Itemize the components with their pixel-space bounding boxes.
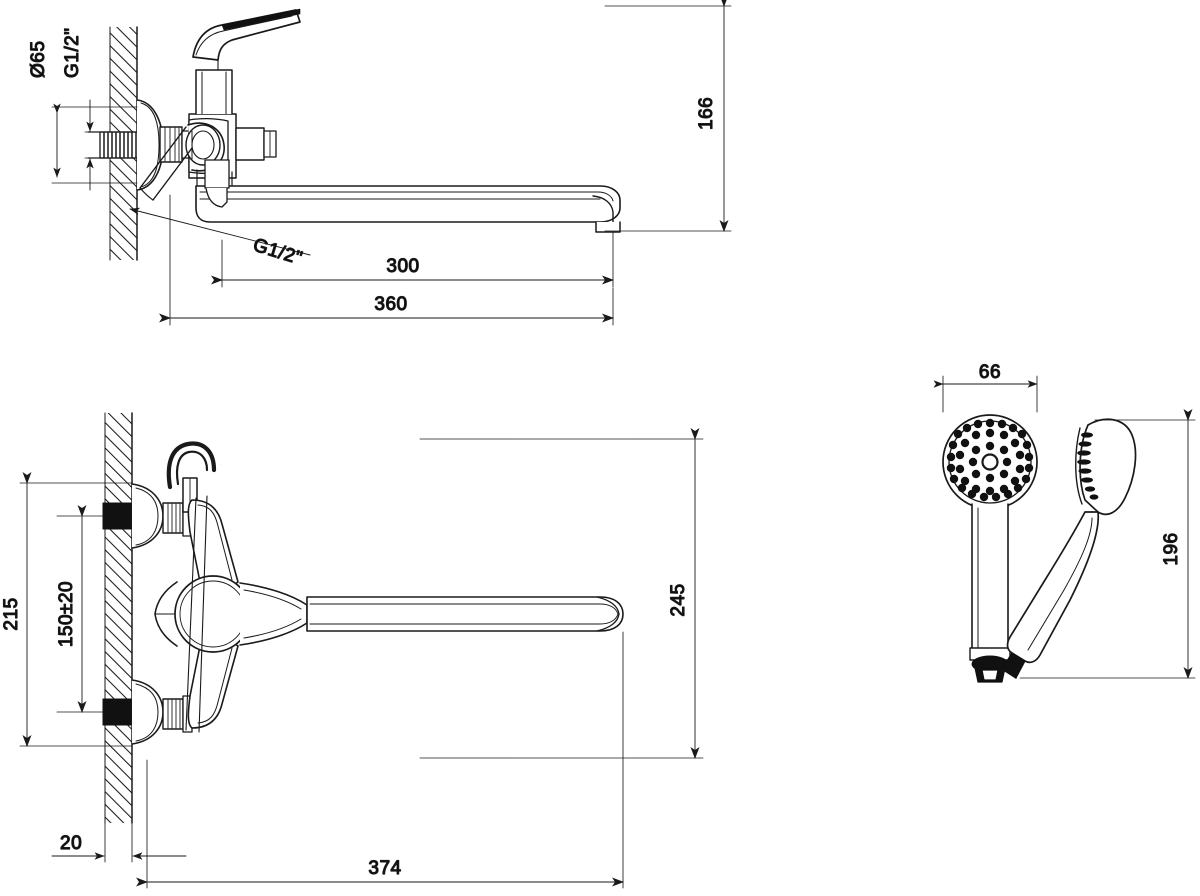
- dimension-360: [159, 194, 614, 326]
- dimension-label-150: 150±20: [56, 581, 77, 647]
- dimension-label-374: 374: [368, 858, 401, 879]
- dimension-label-g12-top: G1/2": [62, 28, 83, 78]
- dimension-label-20: 20: [60, 833, 82, 854]
- spout-top-view: [195, 185, 621, 233]
- escutcheon-lower-bottom-view: [131, 679, 164, 745]
- dimension-d65: [51, 103, 138, 184]
- shower-head-side-view: [1001, 418, 1137, 679]
- spout-bottom-view: [306, 596, 624, 632]
- dimension-g12-leader: [129, 207, 311, 256]
- dimension-label-166: 166: [696, 97, 717, 130]
- dimension-300: [211, 231, 614, 288]
- dimension-166: [604, 0, 732, 232]
- dimension-150: [56, 505, 104, 713]
- shower-head-front-view: [942, 414, 1038, 683]
- dimension-20: [51, 822, 187, 863]
- inlet-blocks-bottom-view: [102, 502, 132, 726]
- diverter-knob-top-view: [185, 122, 225, 172]
- wall-section-bottom-view: [104, 412, 133, 824]
- dimension-66: [933, 375, 1038, 413]
- inlet-nut-lower-bottom-view: [162, 695, 193, 733]
- escutcheon-top-view: [136, 99, 164, 191]
- dimension-label-196: 196: [1161, 532, 1182, 565]
- dimension-label-d65: Ø65: [28, 41, 49, 78]
- dimension-215: [19, 472, 133, 747]
- spray-nozzle-dots: [946, 418, 1034, 502]
- dimension-label-215: 215: [1, 597, 22, 630]
- escutcheon-upper-bottom-view: [131, 483, 164, 549]
- mixer-body-bottom-view: [154, 495, 308, 733]
- dimension-374: [136, 631, 624, 889]
- dimension-196: [1019, 409, 1196, 679]
- handset-holder-hook: [166, 441, 217, 513]
- dimension-label-360: 360: [374, 294, 407, 315]
- inlet-nut-upper-bottom-view: [162, 499, 193, 537]
- dimension-label-g12-leader: G1/2": [251, 235, 305, 270]
- dimension-label-66: 66: [979, 362, 1001, 383]
- dimension-label-300: 300: [386, 256, 419, 277]
- dimension-g12-top: [84, 99, 101, 191]
- dimension-label-245: 245: [668, 583, 689, 616]
- shower-outlet-top-view: [235, 127, 277, 161]
- dimension-245: [419, 428, 704, 759]
- inlet-thread-top-view: [87, 131, 139, 159]
- spout-neck-top-view: [196, 159, 233, 208]
- lever-handle-top-view: [192, 8, 301, 71]
- wall-bracket-top-view: [139, 126, 193, 201]
